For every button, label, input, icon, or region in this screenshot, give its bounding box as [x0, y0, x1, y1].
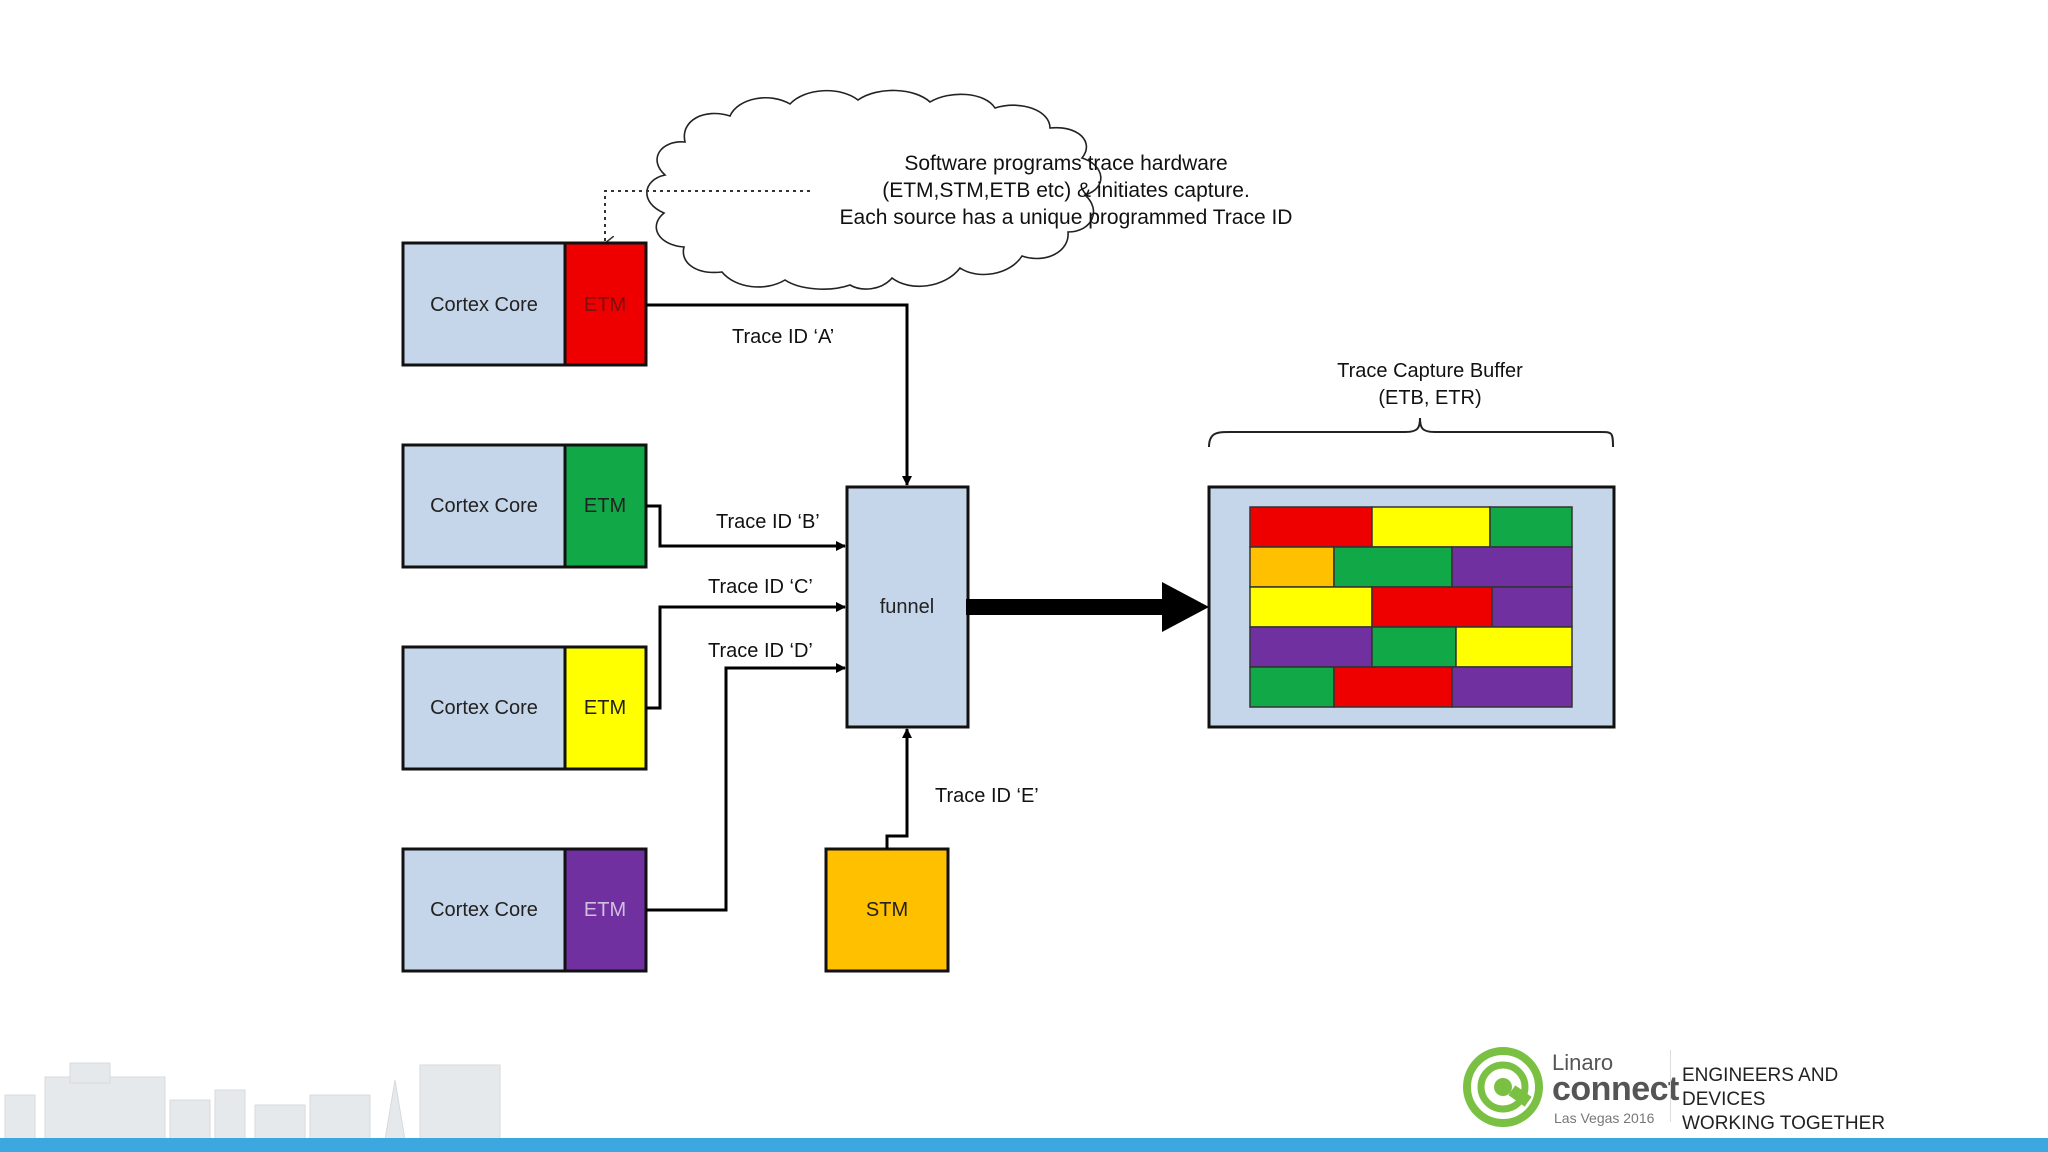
buffer-block	[1371, 586, 1493, 628]
brand-linaro: Linaro	[1552, 1050, 1614, 1075]
buffer-block	[1455, 626, 1573, 668]
buffer-title-line-1: Trace Capture Buffer	[1337, 360, 1523, 382]
trace-line-d	[646, 663, 846, 912]
cloud-line-2: (ETM,STM,ETB etc) & initiates capture.	[882, 179, 1250, 202]
etm-label: ETM	[584, 697, 626, 719]
buffer-block	[1491, 586, 1573, 628]
buffer-block	[1451, 666, 1573, 708]
funnel-box	[845, 485, 970, 729]
linaro-logo-icon	[1463, 1047, 1543, 1127]
buffer-title-line-2: (ETB, ETR)	[1378, 387, 1481, 409]
event-location: Las Vegas 2016	[1554, 1110, 1655, 1126]
trace-label-a: Trace ID ‘A’	[732, 326, 834, 348]
tagline-line-1: ENGINEERS AND DEVICES	[1682, 1065, 1839, 1110]
trace-label-e: Trace ID ‘E’	[935, 785, 1039, 807]
cloud-connector	[604, 190, 810, 243]
etm-box-yellow	[563, 645, 648, 771]
buffer-block	[1249, 506, 1373, 548]
buffer-blocks	[1249, 506, 1573, 708]
buffer-block	[1489, 506, 1573, 548]
etm-label: ETM	[584, 495, 626, 517]
core-row-d: Cortex Core ETM	[401, 847, 648, 973]
core-row-b: Cortex Core ETM	[401, 443, 648, 569]
buffer-block	[1249, 666, 1335, 708]
accent-bar	[0, 1138, 2048, 1152]
trace-line-b	[646, 504, 846, 551]
etm-box-green	[563, 443, 648, 569]
buffer-block	[1249, 586, 1373, 628]
cloud-callout: Software programs trace hardware (ETM,ST…	[646, 89, 1293, 290]
etm-label: ETM	[584, 294, 626, 316]
tagline-divider	[1670, 1050, 1671, 1122]
stm-box	[824, 847, 950, 973]
cortex-core-label: Cortex Core	[430, 495, 538, 517]
cortex-core-box	[401, 847, 567, 973]
tagline: ENGINEERS AND DEVICES WORKING TOGETHER	[1682, 1064, 1922, 1136]
buffer-brace	[1208, 417, 1614, 448]
trace-line-e	[885, 728, 912, 849]
cortex-core-label: Cortex Core	[430, 294, 538, 316]
tagline-line-2: WORKING TOGETHER	[1682, 1113, 1886, 1134]
cortex-core-box	[401, 443, 567, 569]
core-row-a: Cortex Core ETM	[401, 241, 648, 367]
cortex-core-label: Cortex Core	[430, 697, 538, 719]
cloud-line-3: Each source has a unique programmed Trac…	[840, 206, 1293, 229]
buffer-block	[1249, 546, 1335, 588]
funnel-label: funnel	[880, 596, 935, 618]
cortex-core-box	[401, 241, 567, 367]
stm-label: STM	[866, 899, 908, 921]
cloud-line-1: Software programs trace hardware	[904, 152, 1227, 175]
buffer-block	[1371, 626, 1457, 668]
cloud-shape	[646, 89, 1102, 290]
buffer-block	[1333, 546, 1453, 588]
buffer-block	[1249, 626, 1373, 668]
cortex-core-box	[401, 645, 567, 771]
brand-connect: connect	[1552, 1070, 1679, 1108]
etm-label: ETM	[584, 899, 626, 921]
cortex-core-label: Cortex Core	[430, 899, 538, 921]
trace-label-d: Trace ID ‘D’	[708, 640, 813, 662]
trace-label-c: Trace ID ‘C’	[708, 576, 813, 598]
linaro-connect-logo: Linaro connect Las Vegas 2016 ENGINEERS …	[1462, 1042, 1922, 1134]
trace-label-b: Trace ID ‘B’	[716, 511, 820, 533]
core-row-c: Cortex Core ETM	[401, 645, 648, 771]
buffer-block	[1451, 546, 1573, 588]
trace-line-c	[646, 602, 846, 710]
skyline-decoration	[4, 1062, 501, 1140]
output-arrow	[966, 582, 1209, 632]
etm-box-purple	[563, 847, 648, 973]
buffer-block	[1371, 506, 1491, 548]
trace-line-a	[646, 303, 912, 486]
buffer-block	[1333, 666, 1453, 708]
